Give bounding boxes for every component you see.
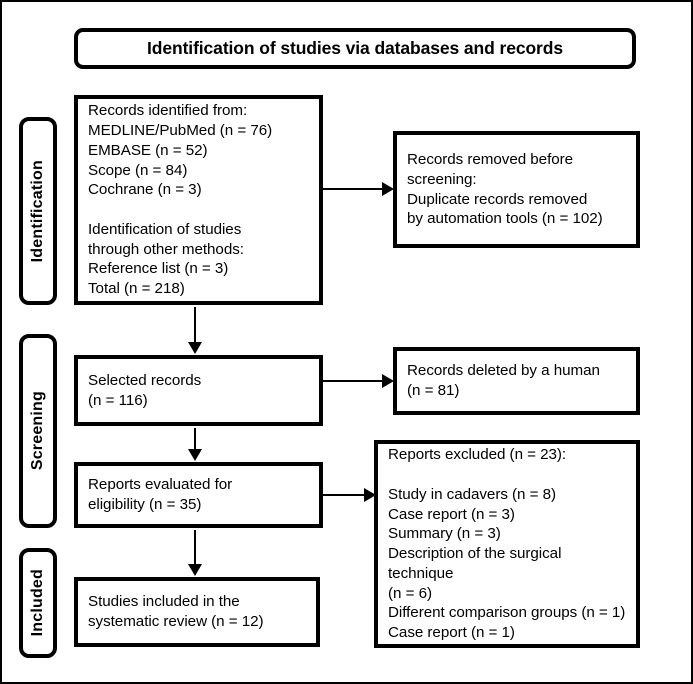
connector-line-selected-to-evaluated bbox=[194, 428, 196, 450]
box-records-removed: Records removed before screening: Duplic… bbox=[393, 131, 640, 248]
diagram-title: Identification of studies via databases … bbox=[147, 37, 563, 58]
arrow-right-icon-selected-to-deleted bbox=[382, 374, 394, 388]
box-records-deleted-text: Records deleted by a human (n = 81) bbox=[407, 362, 600, 399]
box-reports-evaluated-text: Reports evaluated for eligibility (n = 3… bbox=[88, 476, 233, 513]
connector-line-identified-to-removed bbox=[323, 188, 385, 190]
stage-label-screening-text: Screening bbox=[29, 391, 46, 471]
connector-line-selected-to-deleted bbox=[323, 380, 385, 382]
box-records-deleted: Records deleted by a human (n = 81) bbox=[393, 347, 640, 415]
arrow-down-icon-identified-to-selected bbox=[188, 342, 202, 354]
box-studies-included-text: Studies included in the systematic revie… bbox=[88, 593, 264, 630]
box-records-identified: Records identified from: MEDLINE/PubMed … bbox=[74, 95, 323, 305]
box-studies-included: Studies included in the systematic revie… bbox=[74, 577, 320, 647]
stage-label-included: Included bbox=[19, 548, 57, 658]
arrow-right-icon-evaluated-to-excluded bbox=[364, 488, 376, 502]
connector-line-identified-to-selected bbox=[194, 307, 196, 343]
box-reports-excluded: Reports excluded (n = 23): Study in cada… bbox=[374, 440, 640, 648]
arrow-down-icon-selected-to-evaluated bbox=[188, 449, 202, 461]
box-reports-excluded-text: Reports excluded (n = 23): Study in cada… bbox=[388, 446, 626, 641]
diagram-title-banner: Identification of studies via databases … bbox=[74, 28, 636, 69]
box-selected-records: Selected records (n = 116) bbox=[74, 355, 323, 426]
box-reports-evaluated: Reports evaluated for eligibility (n = 3… bbox=[74, 462, 323, 528]
stage-label-identification-text: Identification bbox=[29, 159, 46, 263]
box-selected-records-text: Selected records (n = 116) bbox=[88, 371, 202, 409]
box-records-identified-text: Records identified from: MEDLINE/PubMed … bbox=[88, 102, 273, 297]
stage-label-identification: Identification bbox=[19, 117, 57, 305]
box-records-removed-text: Records removed before screening: Duplic… bbox=[407, 151, 603, 228]
connector-line-evaluated-to-excluded bbox=[323, 494, 367, 496]
stage-label-included-text: Included bbox=[29, 569, 46, 637]
arrow-down-icon-evaluated-to-included bbox=[188, 564, 202, 576]
stage-label-screening: Screening bbox=[19, 334, 57, 528]
connector-line-evaluated-to-included bbox=[194, 530, 196, 565]
arrow-right-icon-identified-to-removed bbox=[382, 182, 394, 196]
